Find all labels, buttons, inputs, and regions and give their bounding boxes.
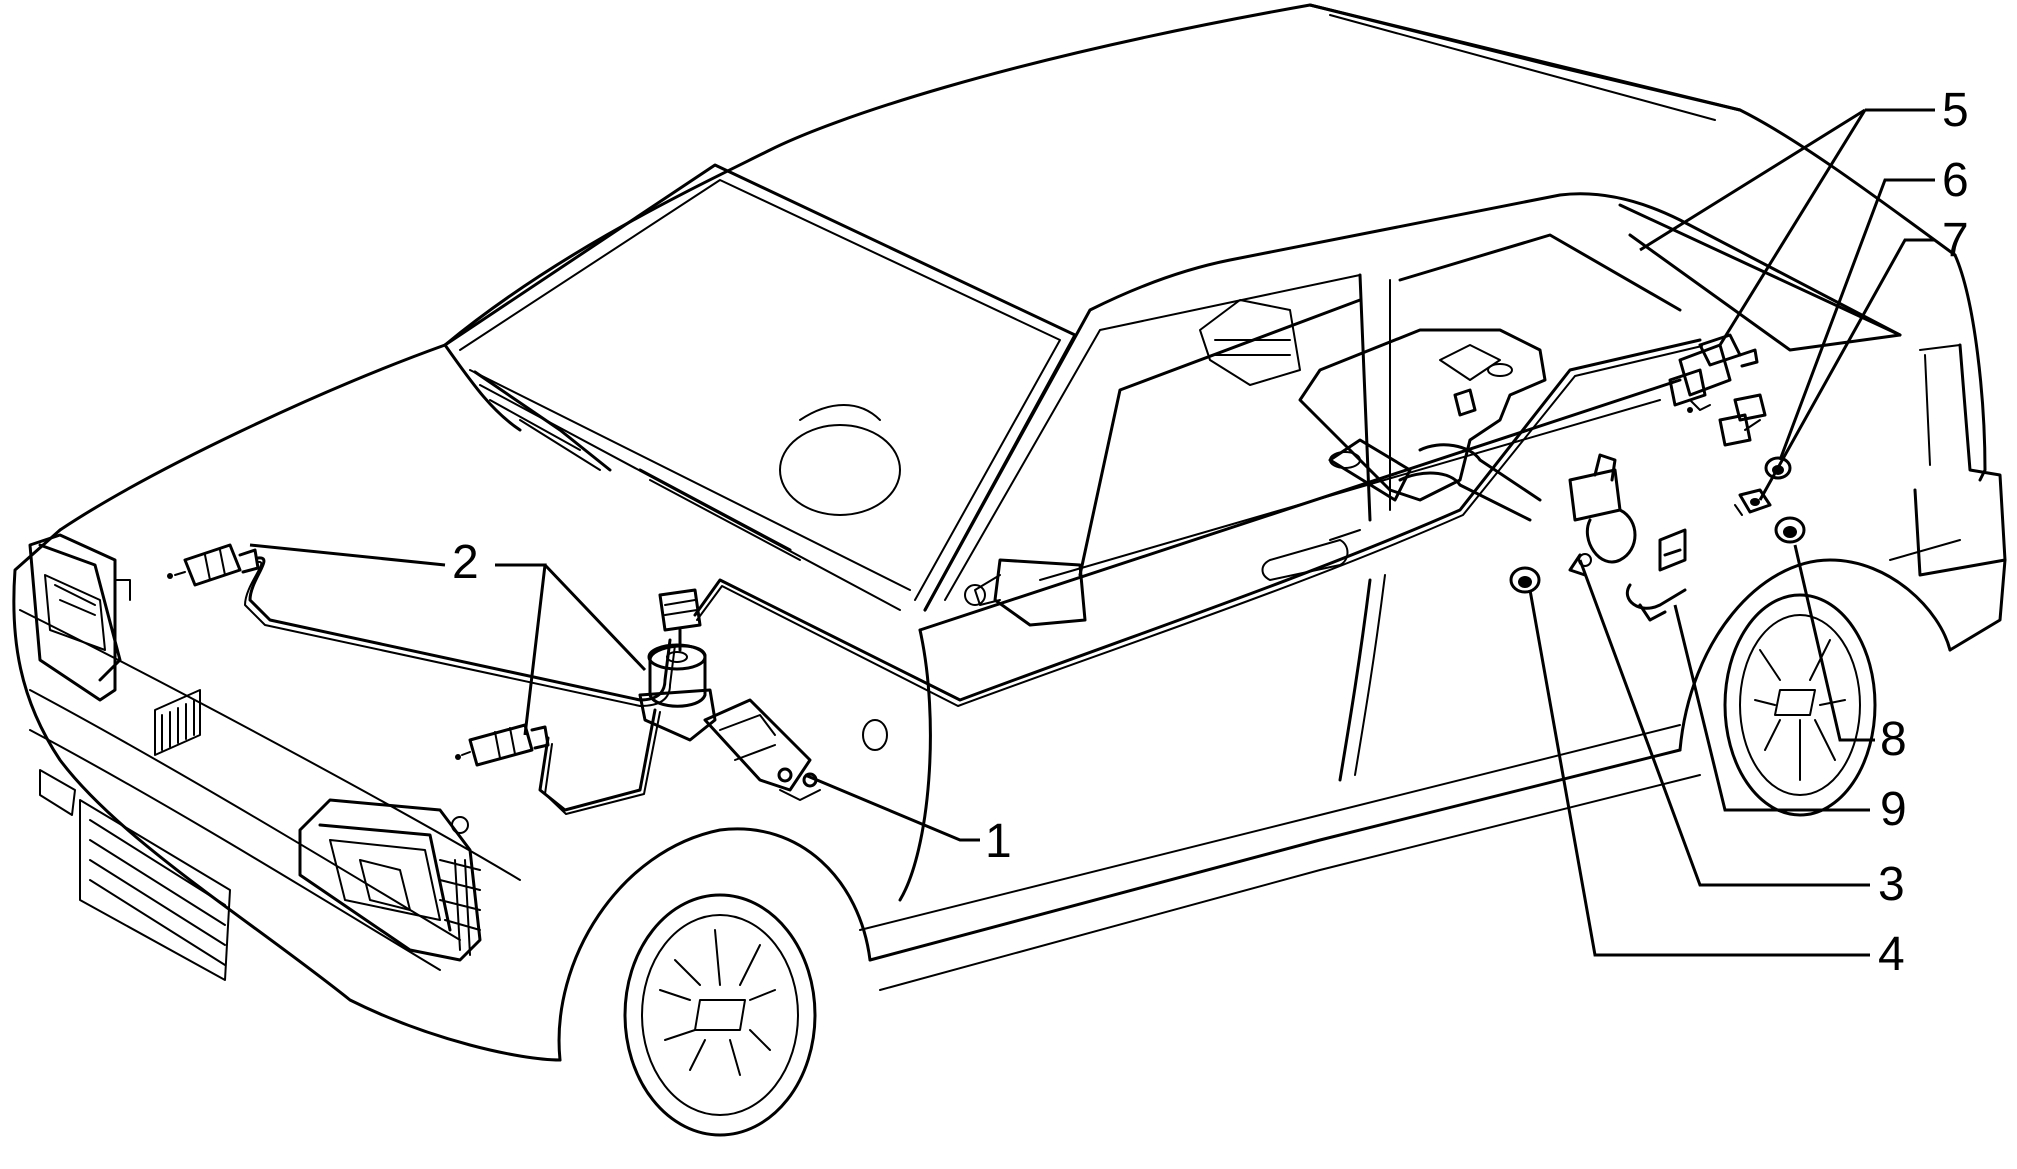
dashboard-crossmember (1298, 328, 1547, 522)
left-headlamp (28, 533, 131, 702)
side-mirror (964, 558, 1087, 627)
washer-nozzle-right (455, 723, 550, 767)
grommet-4 (1509, 566, 1541, 594)
leader-lines (249, 108, 1935, 957)
clip-7 (1734, 488, 1772, 516)
callout-6: 6 (1942, 154, 1969, 207)
callout-9: 9 (1880, 783, 1907, 836)
callout-3: 3 (1878, 858, 1905, 911)
hose-fitting (1718, 393, 1767, 447)
hose-clamp-9 (1625, 528, 1687, 622)
windshield-cabin (443, 163, 1902, 612)
washer-pump (638, 588, 821, 801)
callout-2: 2 (452, 536, 479, 589)
grommet-8 (1774, 516, 1806, 544)
check-valve-5 (1668, 333, 1759, 413)
callout-4: 4 (1878, 928, 1905, 981)
callout-labels: 1 2 3 4 5 6 7 8 9 (452, 84, 1969, 981)
callout-1: 1 (985, 815, 1012, 868)
right-headlamp (298, 798, 482, 962)
door-outline (862, 378, 1682, 902)
hose-clamp-3 (1568, 453, 1637, 577)
car-body-outline (12, 3, 2007, 1137)
callout-8: 8 (1880, 713, 1907, 766)
callout-5: 5 (1942, 84, 1969, 137)
callout-7: 7 (1942, 214, 1969, 267)
washer-nozzle-left (167, 543, 260, 587)
